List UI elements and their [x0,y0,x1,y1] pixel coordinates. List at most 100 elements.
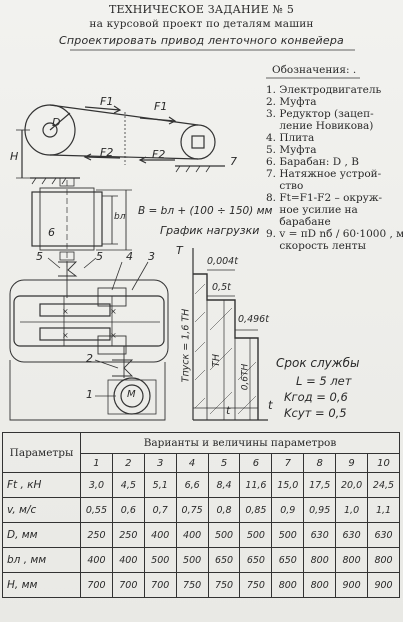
label-t-dim: t [226,404,231,417]
param-value-cell: 20,0 [335,472,369,498]
variant-number-cell: 4 [175,453,209,473]
belt-width-formula: B = bл + (100 ÷ 150) мм [138,205,273,217]
param-value-cell: 650 [239,547,273,573]
variant-number-cell: 9 [335,453,369,473]
param-value-cell: 0,7 [143,497,177,523]
param-value-cell: 900 [335,572,369,598]
legend-item: ство [266,180,304,192]
service-t: t [268,398,273,412]
variants-header: Варианты и величины параметров [80,432,400,454]
legend-item: 8. Ft=F1-F2 – окруж- [266,192,383,204]
label-th: TH [210,354,222,367]
variant-number-cell: 8 [303,453,337,473]
param-value-cell: 0,75 [175,497,209,523]
legend-item: 2. Муфта [266,96,317,108]
service-krod: Kгод = 0,6 [284,390,348,404]
variant-number-cell: 3 [143,453,177,473]
label-1: 1 [86,388,93,401]
variant-number-cell: 5 [207,453,241,473]
param-value-cell: 11,6 [239,472,273,498]
label-05t: 0,5t [212,282,231,293]
param-value-cell: 400 [80,547,113,573]
legend-item: 1. Электродвигатель [266,84,382,96]
param-value-cell: 6,6 [175,472,209,498]
label-f1-left: F1 [100,95,114,108]
param-name-cell: D, мм [2,522,81,548]
param-value-cell: 800 [335,547,369,573]
svg-text:×: × [62,307,69,316]
param-value-cell: 650 [271,547,305,573]
doc-task: Спроектировать привод ленточного конвейе… [59,34,344,47]
param-value-cell: 700 [111,572,145,598]
param-value-cell: 15,0 [271,472,305,498]
param-value-cell: 17,5 [303,472,337,498]
label-f1-right: F1 [154,100,168,113]
label-3: 3 [148,250,155,263]
doc-subtitle: на курсовой проект по деталям машин [89,18,314,30]
label-tpusk: Tпуск = 1,6 TH [180,308,192,383]
param-value-cell: 1,0 [335,497,369,523]
load-graph-t-axis: T [176,244,183,257]
param-value-cell: 800 [367,547,400,573]
parameter-table: Параметры Варианты и величины параметров… [2,432,400,598]
service-ksut: Kсут = 0,5 [284,406,347,420]
param-value-cell: 0,95 [303,497,337,523]
param-value-cell: 750 [207,572,241,598]
label-2: 2 [86,352,93,365]
legend-item: барабане [266,216,331,228]
param-value-cell: 700 [80,572,113,598]
label-7: 7 [230,155,237,168]
param-value-cell: 0,8 [207,497,241,523]
param-value-cell: 24,5 [367,472,400,498]
label-5a: 5 [36,250,43,263]
label-0004t: 0,004t [207,256,238,267]
svg-text:×: × [110,307,117,316]
param-value-cell: 0,6 [111,497,145,523]
param-value-cell: 400 [175,522,209,548]
label-d: D [52,116,61,129]
legend-item: ное усилие на [266,204,358,216]
reducer-housing [13,295,165,347]
label-5b: 5 [96,250,103,263]
param-value-cell: 4,5 [111,472,145,498]
legend-item: ление Новикова) [266,120,374,132]
param-value-cell: 250 [80,522,113,548]
variant-number-cell: 6 [239,453,273,473]
param-value-cell: 630 [335,522,369,548]
legend-item: 9. v = πD nб / 60·1000 , м/с [266,228,403,240]
param-value-cell: 3,0 [80,472,113,498]
svg-text:×: × [62,331,69,340]
param-value-cell: 0,55 [80,497,113,523]
param-value-cell: 500 [271,522,305,548]
param-value-cell: 630 [367,522,400,548]
legend-item: 6. Барабан: D , B [266,156,359,168]
variant-number-cell: 10 [367,453,400,473]
label-f2-right: F2 [152,148,166,161]
legend-item: скорость ленты [266,240,366,252]
variant-number-cell: 2 [111,453,145,473]
param-value-cell: 800 [271,572,305,598]
label-4: 4 [126,250,133,263]
label-h: H [10,150,19,163]
label-f2-left: F2 [100,146,114,159]
param-value-cell: 400 [111,547,145,573]
param-name-cell: v, м/с [2,497,81,523]
param-value-cell: 0,85 [239,497,273,523]
param-value-cell: 700 [143,572,177,598]
param-name-cell: H, мм [2,572,81,598]
param-value-cell: 800 [303,572,337,598]
param-value-cell: 250 [111,522,145,548]
service-life-years: L = 5 лет [296,374,352,388]
param-value-cell: 500 [175,547,209,573]
param-value-cell: 500 [143,547,177,573]
param-value-cell: 900 [367,572,400,598]
label-motor: M [127,389,136,400]
variant-number-cell: 7 [271,453,305,473]
